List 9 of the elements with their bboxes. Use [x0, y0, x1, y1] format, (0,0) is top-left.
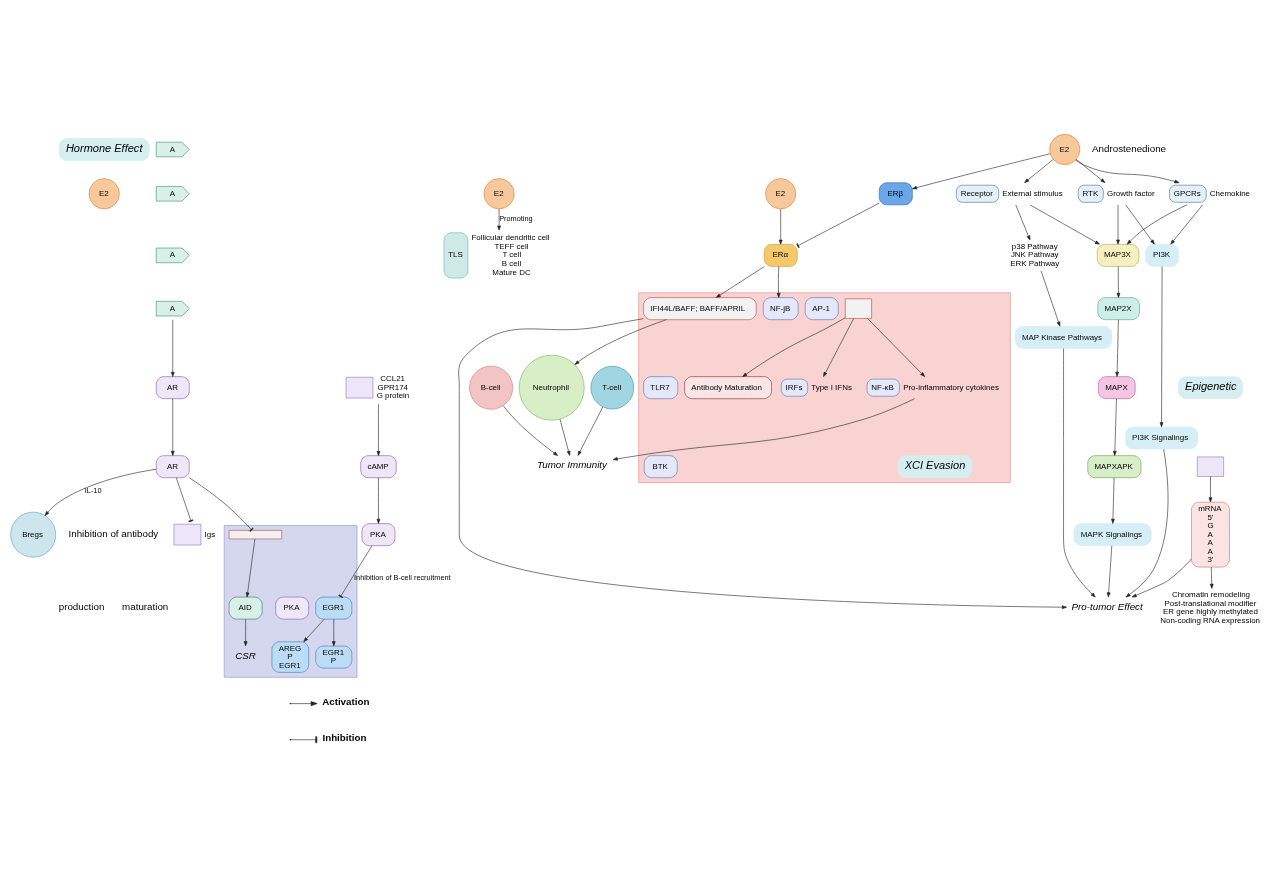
label: Androstenedione: [1092, 142, 1167, 154]
node-text: Pro-tumor Effect: [1071, 600, 1143, 612]
node-text: CSR: [235, 649, 256, 661]
label: production: [58, 601, 105, 613]
label: maturation: [122, 601, 169, 613]
node-text: Tumor Immunity: [537, 459, 607, 471]
legend-label: Inhibition: [322, 732, 367, 744]
label: Inhibition of antibody: [68, 527, 159, 539]
legend-label: Activation: [322, 696, 370, 708]
